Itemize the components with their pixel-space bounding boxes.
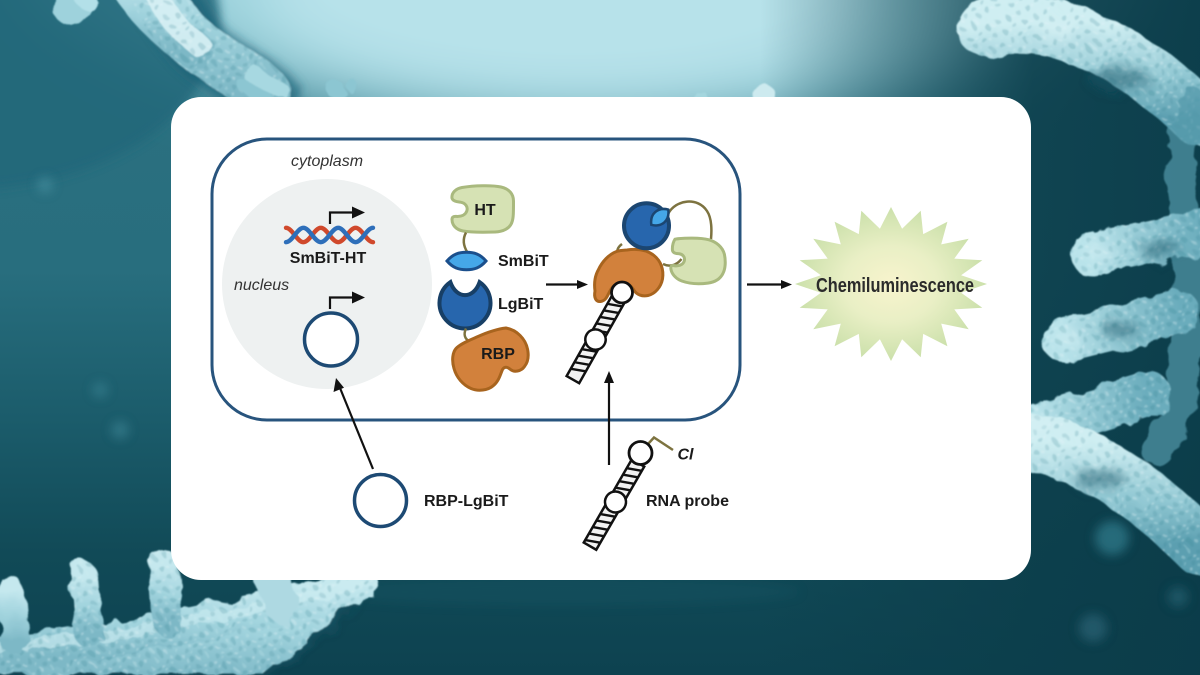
svg-text:RNA probe: RNA probe <box>646 493 729 510</box>
svg-text:nucleus: nucleus <box>234 277 289 294</box>
svg-text:Chemiluminescence: Chemiluminescence <box>816 275 974 297</box>
svg-text:HT: HT <box>474 202 496 219</box>
svg-text:Cl: Cl <box>678 447 695 464</box>
svg-text:cytoplasm: cytoplasm <box>291 153 363 170</box>
svg-text:RBP-LgBiT: RBP-LgBiT <box>424 493 509 510</box>
svg-text:SmBiT: SmBiT <box>498 253 549 270</box>
svg-text:LgBiT: LgBiT <box>498 296 544 313</box>
svg-text:SmBiT-HT: SmBiT-HT <box>290 250 367 267</box>
svg-text:RBP: RBP <box>481 346 515 363</box>
